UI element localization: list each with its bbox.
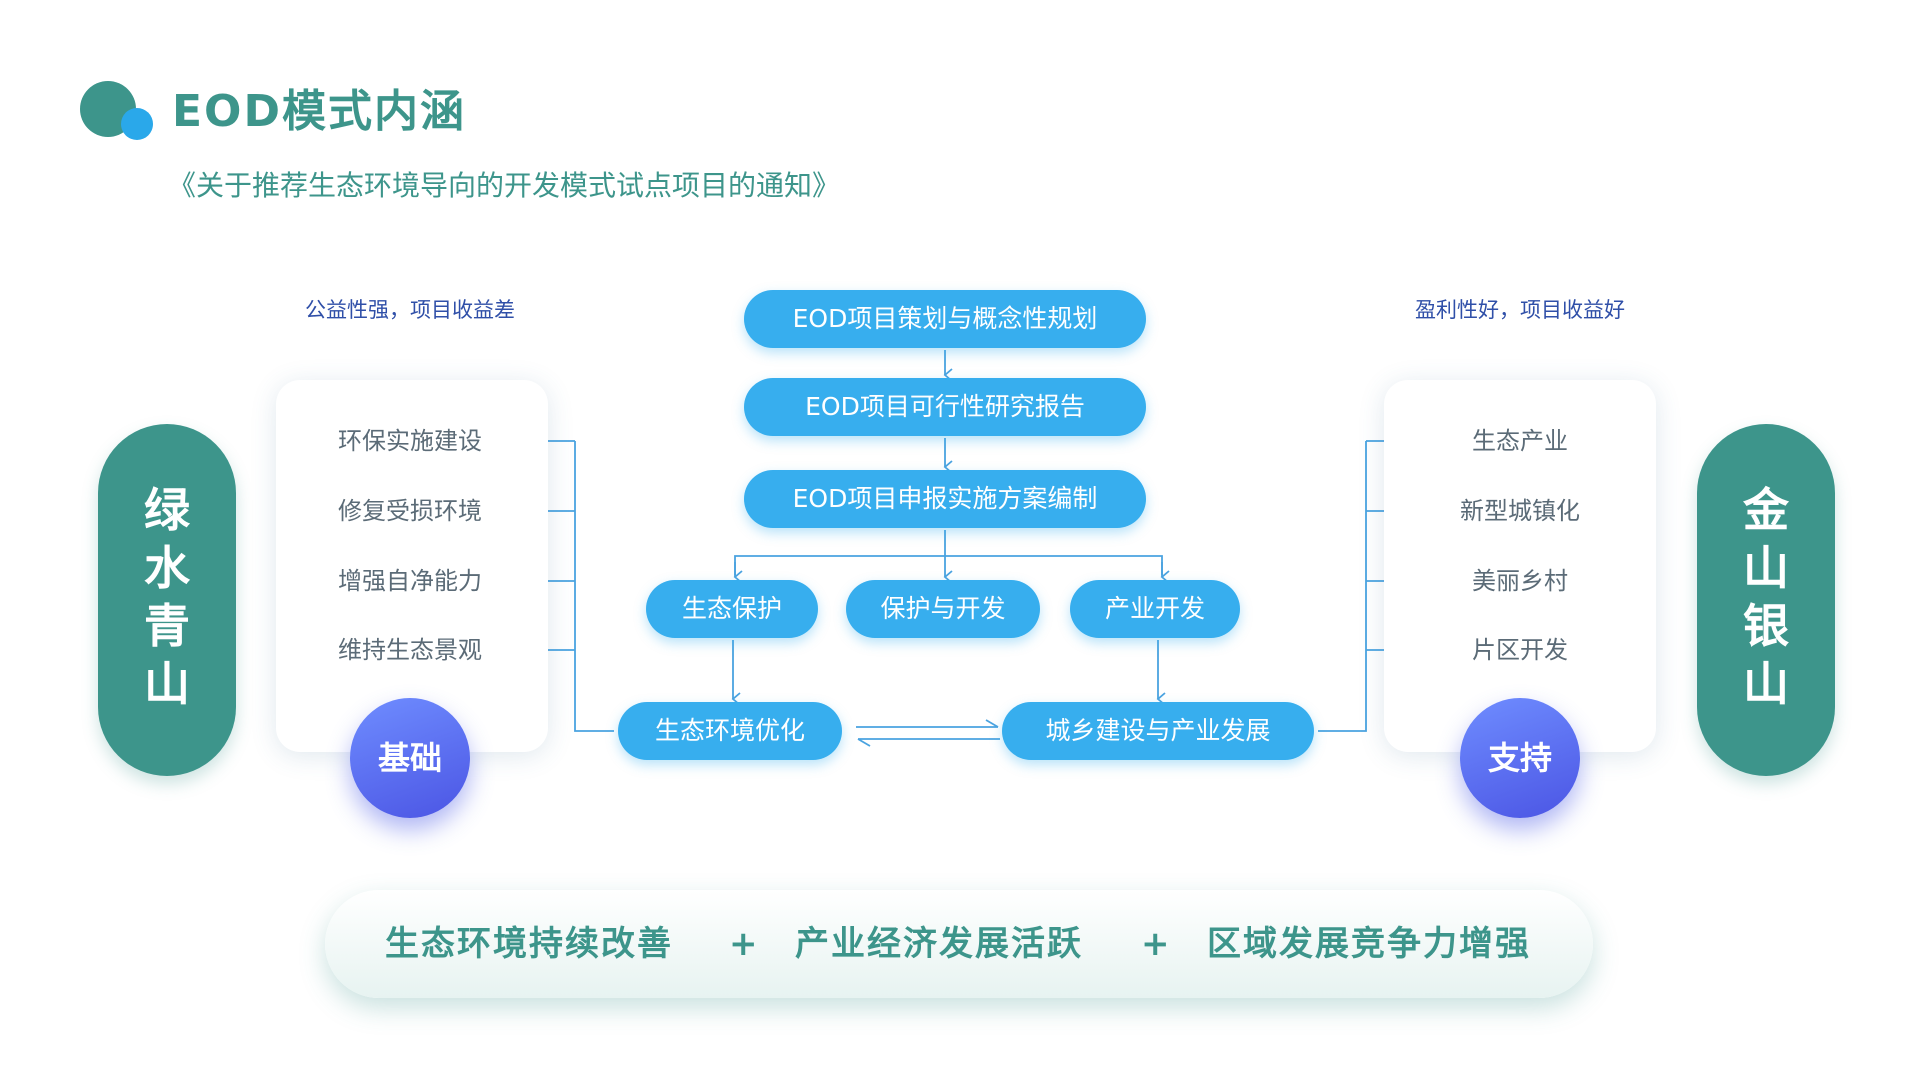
right-caption: 盈利性好，项目收益好 <box>1415 298 1625 322</box>
left-item: 环保实施建设 <box>338 427 482 455</box>
right-pill-char: 银 <box>1743 599 1789 653</box>
left-card <box>276 380 548 752</box>
left-item: 增强自净能力 <box>338 567 482 595</box>
outcome-eco: 生态环境持续改善 <box>385 924 673 964</box>
branch-bracket <box>734 555 1163 575</box>
outcome-bar: 生态环境持续改善 + 产业经济发展活跃 + 区域发展竞争力增强 <box>325 890 1593 998</box>
left-pill-char: 绿 <box>144 483 190 537</box>
flow-step-application: EOD项目申报实施方案编制 <box>744 470 1146 528</box>
flow-branch-protect-develop: 保护与开发 <box>846 580 1040 638</box>
flow-result-urban-industry: 城乡建设与产业发展 <box>1002 702 1314 760</box>
left-pill-char: 青 <box>144 599 190 653</box>
left-item: 维持生态景观 <box>338 636 482 664</box>
left-pill-char: 水 <box>144 541 190 595</box>
plus-sign: + <box>729 924 760 964</box>
right-item: 美丽乡村 <box>1472 567 1568 595</box>
flow-branch-protection: 生态保护 <box>646 580 818 638</box>
page-title: EOD模式内涵 <box>172 86 466 137</box>
left-vertical-label: 绿 水 青 山 <box>98 424 236 776</box>
arrow-urban-optimize <box>857 738 1000 747</box>
plus-sign: + <box>1141 924 1172 964</box>
right-pill-char: 山 <box>1743 541 1789 595</box>
flow-step-planning: EOD项目策划与概念性规划 <box>744 290 1146 348</box>
right-pill-char: 山 <box>1743 657 1789 711</box>
flow-step-feasibility: EOD项目可行性研究报告 <box>744 378 1146 436</box>
left-caption: 公益性强，项目收益差 <box>305 298 515 322</box>
outcome-economy: 产业经济发展活跃 <box>795 924 1083 964</box>
flow-result-eco-optimize: 生态环境优化 <box>618 702 842 760</box>
right-vertical-label: 金 山 银 山 <box>1697 424 1835 776</box>
right-item: 片区开发 <box>1472 636 1568 664</box>
arrow-optimize-urban <box>856 719 999 728</box>
outcome-competitiveness: 区域发展竞争力增强 <box>1207 924 1531 964</box>
flow-branch-industry: 产业开发 <box>1070 580 1240 638</box>
right-card <box>1384 380 1656 752</box>
logo-dot-small <box>121 108 153 140</box>
left-bracket <box>574 441 614 732</box>
right-item: 新型城镇化 <box>1460 497 1580 525</box>
left-item: 修复受损环境 <box>338 497 482 525</box>
page-subtitle: 《关于推荐生态环境导向的开发模式试点项目的通知》 <box>168 169 841 202</box>
right-bracket <box>1318 441 1367 732</box>
support-badge: 支持 <box>1460 698 1580 818</box>
foundation-badge: 基础 <box>350 698 470 818</box>
right-item: 生态产业 <box>1472 427 1568 455</box>
right-pill-char: 金 <box>1743 483 1789 537</box>
left-pill-char: 山 <box>144 657 190 711</box>
